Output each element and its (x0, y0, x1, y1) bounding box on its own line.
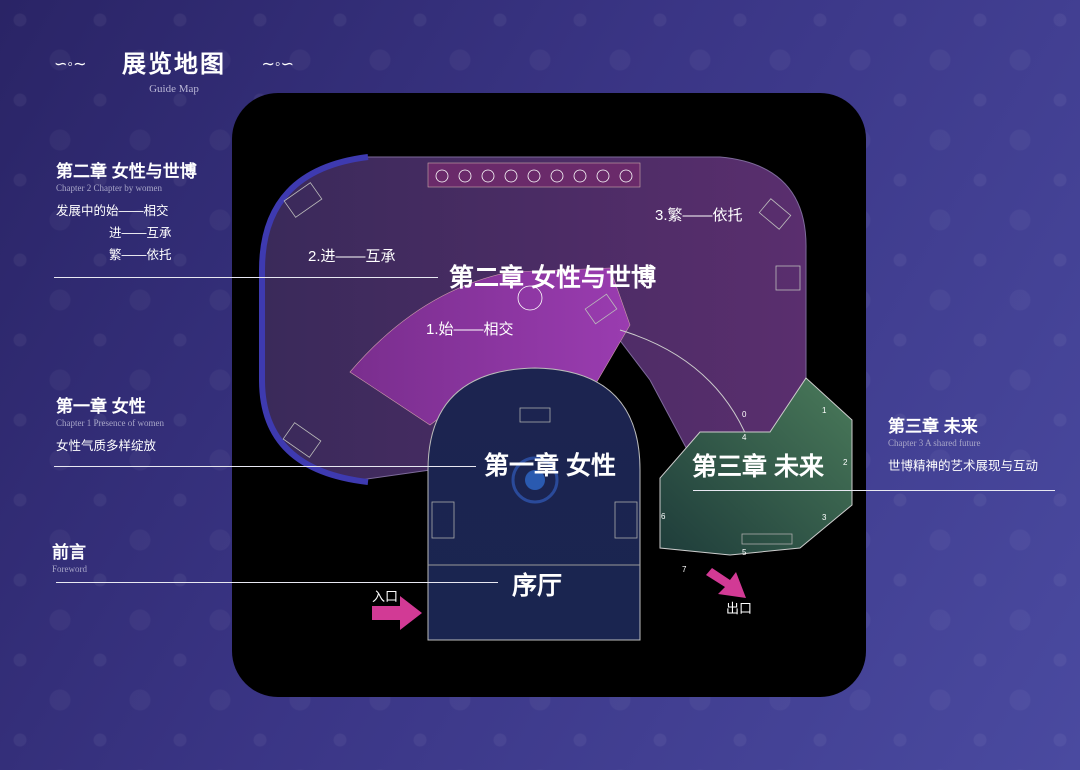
booth-number-7: 7 (682, 565, 687, 574)
legend-foreword-en: Foreword (52, 564, 87, 574)
zone-label-3: 3.繁——依托 (655, 207, 743, 224)
exhibit-strip (427, 162, 641, 188)
exit-arrow-icon (706, 568, 746, 598)
chapter2-panels (282, 182, 801, 458)
legend-chapter2-line-1: 发展中的始——相交 (56, 204, 169, 218)
leader-line-chapter1 (54, 466, 476, 467)
legend-chapter1: 第一章 女性 Chapter 1 Presence of women 女性气质多… (56, 392, 164, 457)
legend-chapter2-line-3: 繁——依托 (109, 248, 172, 262)
leader-line-chapter3 (693, 490, 1055, 491)
entrance-label: 入口 (372, 589, 399, 604)
map-label-chapter2: 第二章 女性与世博 (449, 264, 656, 292)
legend-chapter3: 第三章 未来 Chapter 3 A shared future 世博精神的艺术… (888, 412, 1038, 477)
chapter1-panel-top (519, 407, 551, 423)
booth-number-1: 1 (822, 406, 827, 415)
booth-number-3: 3 (822, 513, 827, 522)
chapter1-center-icon (511, 456, 559, 504)
booth-number-4: 4 (742, 433, 747, 442)
legend-foreword-title: 前言 (52, 543, 86, 562)
map-label-chapter1: 第一章 女性 (484, 452, 616, 480)
legend-chapter3-title: 第三章 未来 (888, 417, 978, 436)
legend-chapter1-en: Chapter 1 Presence of women (56, 418, 164, 428)
zone1-area (349, 267, 631, 426)
legend-foreword: 前言 Foreword (52, 538, 87, 574)
leader-line-chapter2 (54, 277, 438, 278)
booth-number-5: 5 (742, 548, 747, 557)
chapter1-panel-left (431, 501, 455, 539)
legend-chapter2-en: Chapter 2 Chapter by women (56, 183, 162, 193)
exit-label: 出口 (726, 601, 753, 616)
legend-chapter3-en: Chapter 3 A shared future (888, 438, 981, 448)
chapter3-panel (741, 533, 793, 545)
corridor-wall (619, 329, 753, 451)
legend-chapter1-line-1: 女性气质多样绽放 (56, 439, 157, 453)
page-title: 展览地图 (122, 51, 226, 78)
page-subtitle: Guide Map (149, 83, 199, 95)
leader-line-foreword (56, 582, 498, 583)
booth-number-6: 6 (661, 512, 666, 521)
ornament-right-icon: ∼◦∽ (261, 56, 294, 73)
chapter3-area (659, 377, 853, 556)
legend-chapter2-line-2: 进——互承 (109, 226, 172, 240)
chapter1-panel-right (614, 501, 638, 539)
map-label-foyer: 序厅 (512, 572, 563, 600)
legend-chapter3-line-1: 世博精神的艺术展现与互动 (888, 459, 1039, 473)
exhibit-strip-icons (435, 169, 633, 183)
legend-chapter2: 第二章 女性与世博 Chapter 2 Chapter by women 发展中… (56, 157, 197, 266)
chapter1-area (427, 367, 641, 641)
map-label-chapter3: 第三章 未来 (692, 453, 824, 481)
booth-number-0: 0 (742, 410, 747, 419)
legend-chapter2-title: 第二章 女性与世博 (56, 162, 197, 181)
chapter1-center-dot (525, 470, 545, 490)
ornament-left-icon: ∽◦∼ (54, 56, 87, 73)
legend-chapter1-title: 第一章 女性 (56, 397, 146, 416)
zone-label-2: 2.进——互承 (308, 248, 396, 265)
booth-number-2: 2 (843, 458, 848, 467)
zone-label-1: 1.始——相交 (426, 321, 514, 338)
title-block: ∽◦∼ 展览地图 Guide Map ∼◦∽ (54, 44, 294, 95)
zone1-icon (517, 285, 543, 311)
entrance-arrow-icon (372, 596, 422, 630)
